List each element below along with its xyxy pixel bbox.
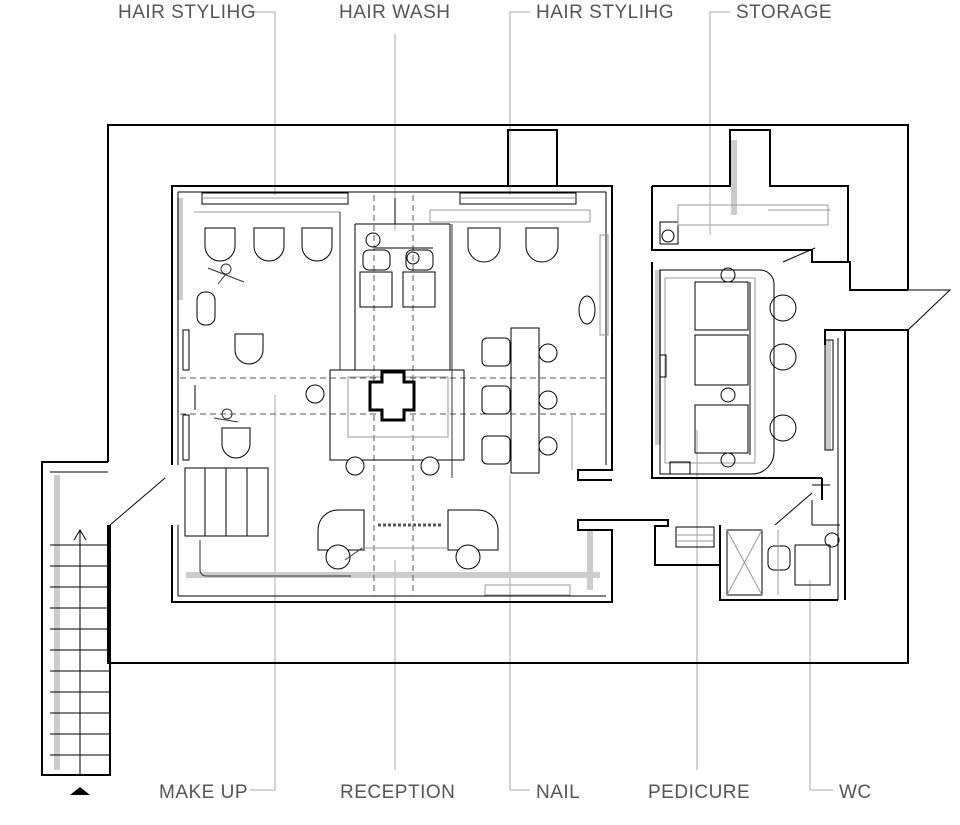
label-hair-wash: HAIR WASH xyxy=(339,2,450,23)
hair-wash-area xyxy=(354,198,451,370)
stair xyxy=(41,461,166,776)
central-column xyxy=(329,369,465,476)
storage-area xyxy=(651,129,908,291)
entry-door xyxy=(824,289,952,345)
corridor-walls xyxy=(640,519,838,601)
right-corridor xyxy=(774,330,846,600)
outer-boundary xyxy=(107,124,909,664)
hair-styling-left-area xyxy=(182,192,349,461)
label-reception: RECEPTION xyxy=(340,782,455,803)
label-make-up: MAKE UP xyxy=(159,782,248,803)
label-storage: STORAGE xyxy=(736,2,832,23)
leader-lines xyxy=(250,11,833,791)
wc-area xyxy=(726,529,840,596)
leader-hair-styling-right xyxy=(509,11,530,195)
leader-wc xyxy=(809,580,833,791)
wall-shadows xyxy=(54,140,831,770)
person-icon xyxy=(207,263,245,423)
leader-nail xyxy=(509,475,530,791)
label-hair-styling-left: HAIR STYLIHG xyxy=(118,2,256,23)
label-wc: WC xyxy=(839,782,872,803)
label-nail: NAIL xyxy=(536,782,580,803)
labels: HAIR STYLIHG HAIR WASH HAIR STYLIHG STOR… xyxy=(118,2,872,803)
leader-hair-styling-left xyxy=(250,11,276,195)
label-pedicure: PEDICURE xyxy=(648,782,750,803)
make-up-steps xyxy=(184,467,351,577)
pedicure-area xyxy=(651,262,822,479)
reception-area xyxy=(317,509,571,596)
main-salon-walls xyxy=(171,129,640,603)
label-hair-styling-right: HAIR STYLIHG xyxy=(536,2,674,23)
nail-area xyxy=(451,224,573,478)
styling-chairs-left xyxy=(204,227,333,459)
hair-styling-right-area xyxy=(429,192,609,336)
leader-make-up xyxy=(250,395,276,791)
entry-marker-icon xyxy=(70,787,90,795)
leader-storage xyxy=(709,11,730,235)
